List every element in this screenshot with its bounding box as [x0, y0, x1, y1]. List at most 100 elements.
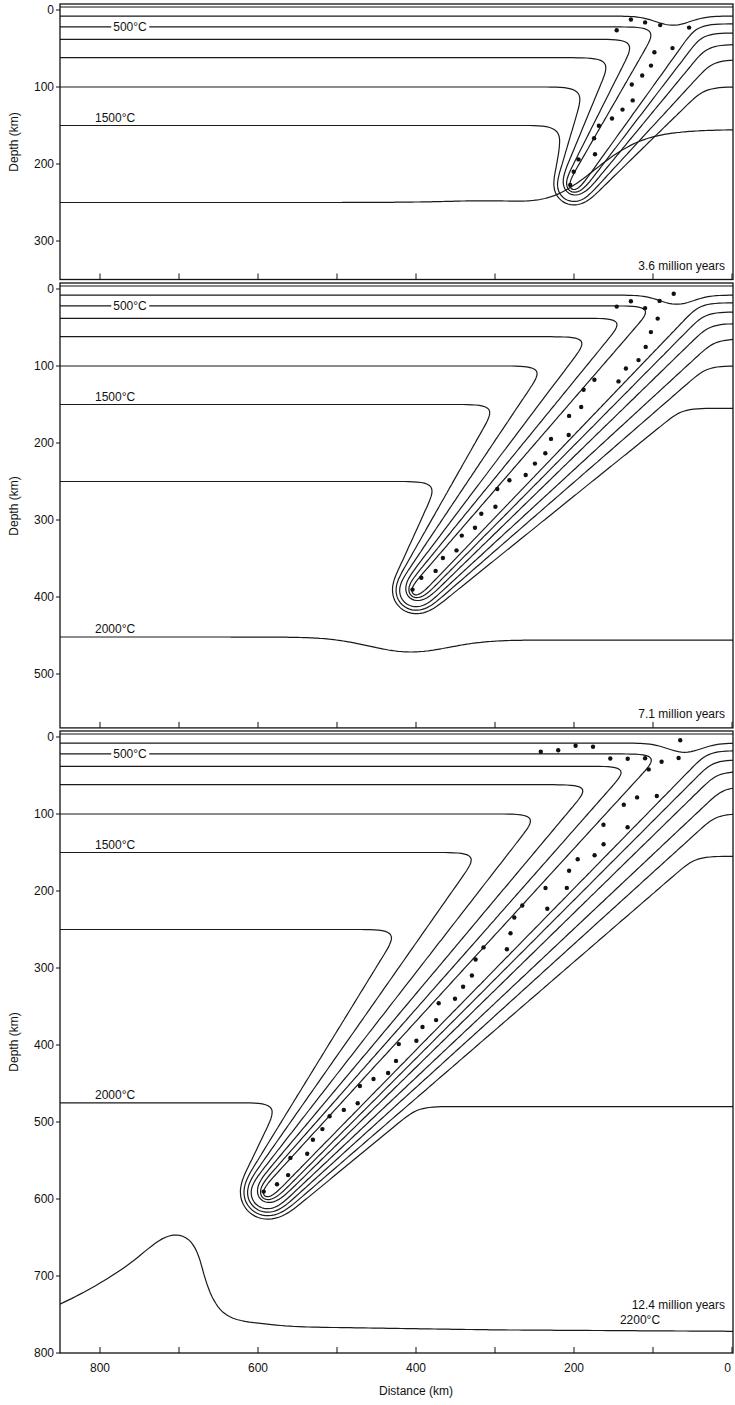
- isotherm-label: 500°C: [111, 20, 149, 34]
- axis-tick-label: 200: [564, 1361, 584, 1375]
- earthquake-dot: [659, 760, 663, 764]
- tick-mark: [337, 1347, 338, 1353]
- tick-mark: [495, 1347, 496, 1353]
- earthquake-dot: [579, 405, 583, 409]
- earthquake-dot: [568, 183, 572, 187]
- earthquake-dot: [414, 1039, 418, 1043]
- earthquake-dot: [643, 306, 647, 310]
- tick-mark: [56, 443, 60, 444]
- tick-mark: [179, 722, 180, 728]
- earthquake-dot: [643, 20, 647, 24]
- isotherm-line: [60, 33, 733, 192]
- earthquake-dot: [625, 825, 629, 829]
- tick-mark: [100, 1347, 101, 1353]
- isotherm-label: 2200°C: [620, 1313, 660, 1327]
- earthquake-dot: [434, 1018, 438, 1022]
- tick-mark: [56, 1045, 60, 1046]
- axis-title: Depth (km): [7, 1012, 21, 1071]
- tick-mark: [732, 1347, 733, 1353]
- tick-mark: [416, 1347, 417, 1353]
- earthquake-dot: [643, 756, 647, 760]
- earthquake-dot: [479, 512, 483, 516]
- earthquake-dot: [567, 433, 571, 437]
- earthquake-dot: [524, 473, 528, 477]
- earthquake-dot: [512, 915, 516, 919]
- earthquake-dot: [652, 50, 656, 54]
- axis-tick-label: 500: [34, 1115, 54, 1129]
- earthquake-dot: [437, 1001, 441, 1005]
- tick-mark: [56, 241, 60, 242]
- surface-line: [60, 7, 733, 8]
- earthquake-dot: [629, 17, 633, 21]
- tick-mark: [56, 10, 60, 11]
- tick-mark: [337, 274, 338, 280]
- tick-mark: [574, 722, 575, 728]
- surface-line: [60, 734, 733, 735]
- isotherm-label: 500°C: [111, 747, 149, 761]
- earthquake-dot: [543, 886, 547, 890]
- earthquake-dot: [670, 46, 674, 50]
- earthquake-dot: [672, 292, 676, 296]
- time-label: 7.1 million years: [638, 707, 725, 721]
- panel-frame: [60, 731, 733, 1353]
- earthquake-dot: [644, 345, 648, 349]
- isotherm-line: [60, 787, 733, 1209]
- earthquake-dot: [572, 170, 576, 174]
- tick-mark: [56, 1199, 60, 1200]
- isotherm-line: [60, 637, 733, 652]
- earthquake-dot: [356, 1101, 360, 1105]
- tick-mark: [179, 1347, 180, 1353]
- tick-mark: [732, 722, 733, 728]
- earthquake-dot: [262, 1189, 266, 1193]
- isotherm-line: [60, 130, 733, 203]
- isotherm-label: 2000°C: [95, 622, 135, 636]
- tick-mark: [495, 722, 496, 728]
- earthquake-dot: [687, 25, 691, 29]
- earthquake-dot: [533, 461, 537, 465]
- earthquake-dot: [593, 152, 597, 156]
- isotherm-line: [60, 87, 733, 205]
- isotherm-line: [60, 1235, 733, 1331]
- isotherm-line: [60, 312, 733, 598]
- tick-mark: [56, 1276, 60, 1277]
- isotherm-label: 1500°C: [95, 390, 135, 404]
- earthquake-dot: [610, 116, 614, 120]
- earthquake-dot: [520, 903, 524, 907]
- earthquake-dot: [394, 1059, 398, 1063]
- earthquake-dot: [592, 853, 596, 857]
- tick-mark: [56, 87, 60, 88]
- axis-title: Distance (km): [379, 1384, 453, 1398]
- tick-mark: [56, 737, 60, 738]
- isotherm-line: [60, 16, 733, 25]
- earthquake-dot: [567, 869, 571, 873]
- tick-mark: [56, 891, 60, 892]
- earthquake-dot: [305, 1152, 309, 1156]
- earthquake-dot: [597, 124, 601, 128]
- tick-mark: [56, 1122, 60, 1123]
- isotherm-line: [60, 856, 733, 1215]
- axis-tick-label: 200: [34, 157, 54, 171]
- isotherm-line: [60, 60, 733, 201]
- axis-title: Depth (km): [7, 476, 21, 535]
- axis-tick-label: 100: [34, 807, 54, 821]
- earthquake-dot: [608, 756, 612, 760]
- tick-mark: [100, 722, 101, 728]
- earthquake-dot: [545, 907, 549, 911]
- earthquake-dot: [655, 794, 659, 798]
- earthquake-dot: [591, 745, 595, 749]
- earthquake-dot: [453, 997, 457, 1001]
- earthquake-dot: [631, 98, 635, 102]
- earthquake-dot: [275, 1182, 279, 1186]
- earthquake-dot: [327, 1114, 331, 1118]
- earthquake-dot: [676, 756, 680, 760]
- earthquake-dot: [539, 750, 543, 754]
- tick-mark: [56, 366, 60, 367]
- tick-mark: [179, 274, 180, 280]
- axis-tick-label: 400: [406, 1361, 426, 1375]
- axis-tick-label: 400: [34, 1038, 54, 1052]
- earthquake-dot: [640, 73, 644, 77]
- earthquake-dot: [397, 1042, 401, 1046]
- earthquake-dot: [629, 299, 633, 303]
- earthquake-dot: [371, 1077, 375, 1081]
